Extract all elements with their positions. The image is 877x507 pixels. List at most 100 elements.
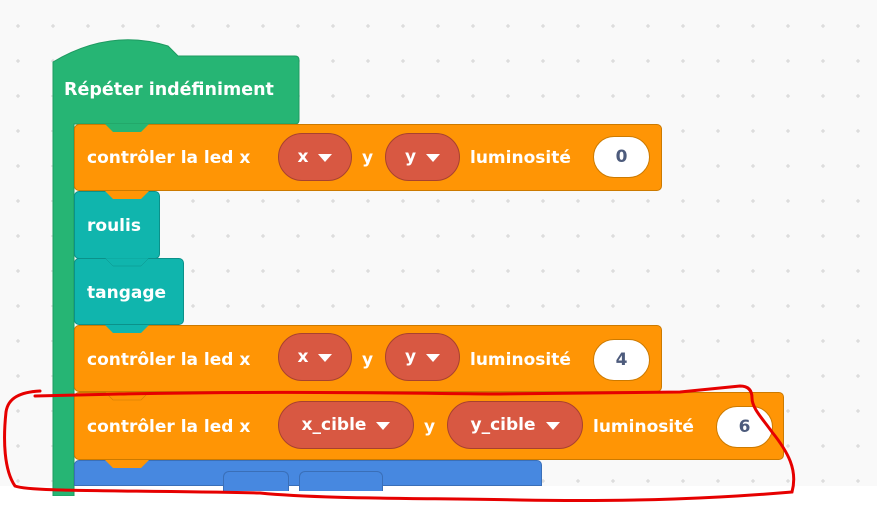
x-variable-dropdown[interactable]: x [278,333,352,381]
caret-down-icon [545,421,560,430]
grid-dot [16,94,20,98]
grid-dot [16,164,20,168]
grid-dot [751,59,755,63]
grid-dot [681,269,685,273]
grid-dot [16,339,20,343]
grid-dot [611,304,615,308]
grid-dot [366,304,370,308]
y-variable-dropdown[interactable]: y [385,133,460,181]
grid-dot [401,269,405,273]
grid-dot [506,269,510,273]
y-variable-dropdown[interactable]: y [385,333,460,381]
grid-dot [541,24,545,28]
luminosity-label: luminosité [593,417,694,437]
grid-dot [856,269,860,273]
grid-dot [16,409,20,413]
grid-dot [401,59,405,63]
x-variable-dropdown[interactable]: x_cible [278,401,414,449]
grid-dot [611,59,615,63]
grid-dot [716,24,720,28]
grid-dot [16,444,20,448]
grid-dot [821,164,825,168]
grid-dot [716,59,720,63]
grid-dot [191,304,195,308]
grid-dot [16,304,20,308]
luminosity-input[interactable]: 6 [716,406,773,448]
y-variable-dropdown[interactable]: y_cible [447,401,583,449]
dropdown-value: y [404,147,417,167]
grid-dot [366,199,370,203]
grid-dot [821,199,825,203]
grid-dot [611,479,615,483]
grid-dot [471,199,475,203]
roll-sensor-block[interactable] [74,191,160,259]
grid-dot [751,164,755,168]
pitch-sensor-block[interactable] [74,258,184,325]
grid-dot [296,199,300,203]
block-notch [105,124,149,132]
grid-dot [576,59,580,63]
grid-dot [646,269,650,273]
grid-dot [16,129,20,133]
forever-block[interactable] [50,36,310,496]
grid-dot [436,269,440,273]
grid-dot [296,304,300,308]
grid-dot [821,479,825,483]
grid-dot [401,94,405,98]
grid-dot [331,24,335,28]
grid-dot [506,59,510,63]
grid-dot [646,94,650,98]
grid-dot [436,199,440,203]
grid-dot [261,269,265,273]
luminosity-input[interactable]: 0 [593,136,650,178]
grid-dot [646,24,650,28]
grid-dot [366,269,370,273]
grid-dot [226,304,230,308]
grid-dot [436,24,440,28]
grid-dot [751,24,755,28]
grid-dot [121,24,125,28]
grid-dot [681,479,685,483]
grid-dot [471,304,475,308]
y-label: y [362,350,374,370]
dropdown-value: x [297,347,309,367]
grid-dot [681,129,685,133]
pitch-sensor-label: tangage [87,283,167,303]
grid-dot [856,374,860,378]
roll-sensor-label: roulis [87,216,141,236]
grid-dot [541,304,545,308]
grid-dot [681,339,685,343]
grid-dot [226,269,230,273]
grid-dot [331,269,335,273]
grid-dot [226,234,230,238]
grid-dot [751,374,755,378]
grid-dot [856,129,860,133]
grid-dot [786,164,790,168]
block-notch [105,258,149,267]
grid-dot [716,234,720,238]
grid-dot [331,59,335,63]
grid-dot [576,199,580,203]
grid-dot [821,129,825,133]
grid-dot [156,24,160,28]
grid-dot [541,269,545,273]
blue-block-input-slot[interactable] [223,471,289,491]
grid-dot [751,339,755,343]
grid-dot [821,444,825,448]
grid-dot [16,374,20,378]
grid-dot [436,94,440,98]
dropdown-value: y_cible [470,415,536,435]
dropdown-value: x_cible [301,415,367,435]
x-variable-dropdown[interactable]: x [278,133,352,181]
grid-dot [856,444,860,448]
grid-dot [506,24,510,28]
luminosity-input[interactable]: 4 [593,339,650,381]
grid-dot [191,234,195,238]
grid-dot [821,339,825,343]
led-control-block[interactable] [74,124,662,191]
led-control-block[interactable] [74,325,662,392]
grid-dot [611,24,615,28]
grid-dot [506,234,510,238]
blue-block-input-slot[interactable] [299,471,383,491]
grid-dot [261,199,265,203]
